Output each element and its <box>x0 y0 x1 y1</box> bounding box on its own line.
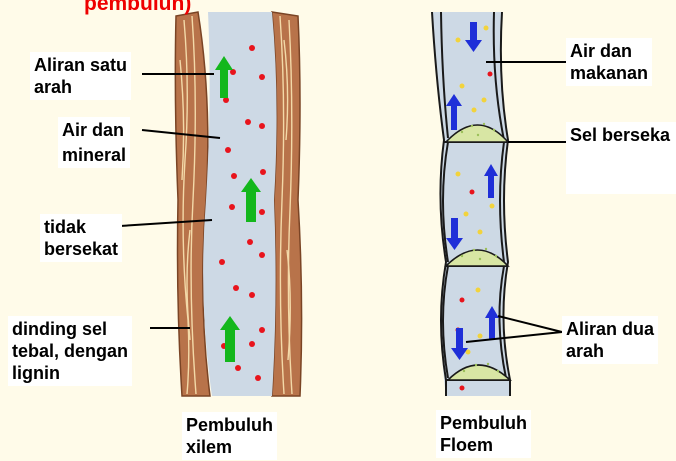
label-line: Air dan <box>62 119 126 141</box>
label-aliran-satu-arah: Aliran satu arah <box>30 52 131 100</box>
label-dinding-sel: dinding sel tebal, dengan lignin <box>8 316 132 386</box>
label-line: Air dan <box>570 40 648 62</box>
label-line: tebal, dengan <box>12 340 128 362</box>
label-air-dan-makanan: Air dan makanan <box>566 38 652 86</box>
label-line: xilem <box>186 436 273 458</box>
label-sel-bersekat: Sel berseka <box>566 122 676 194</box>
label-line: makanan <box>570 62 648 84</box>
label-line: arah <box>34 76 127 98</box>
label-line: Sel berseka <box>570 124 670 146</box>
label-line: lignin <box>12 362 128 384</box>
label-line: Pembuluh <box>440 412 527 434</box>
label-line: dinding sel <box>12 318 128 340</box>
label-line: arah <box>566 340 654 362</box>
xylem-vessel <box>175 12 301 396</box>
caption-pembuluh-floem: Pembuluh Floem <box>436 410 531 458</box>
label-line: Aliran satu <box>34 54 127 76</box>
title-fragment: pembuluh) <box>84 0 191 16</box>
label-air-dan-mineral: Air dan mineral <box>58 117 130 168</box>
label-line: bersekat <box>44 238 118 260</box>
leader-aliran-dua-1 <box>498 316 562 332</box>
label-line: Aliran dua <box>566 318 654 340</box>
label-line: mineral <box>62 144 126 166</box>
caption-pembuluh-xilem: Pembuluh xilem <box>182 412 277 460</box>
xylem-lumen <box>203 12 276 396</box>
label-line: Floem <box>440 434 527 456</box>
label-tidak-bersekat: tidak bersekat <box>40 214 122 262</box>
label-line: Pembuluh <box>186 414 273 436</box>
label-aliran-dua-arah: Aliran dua arah <box>562 316 658 364</box>
label-line: tidak <box>44 216 118 238</box>
